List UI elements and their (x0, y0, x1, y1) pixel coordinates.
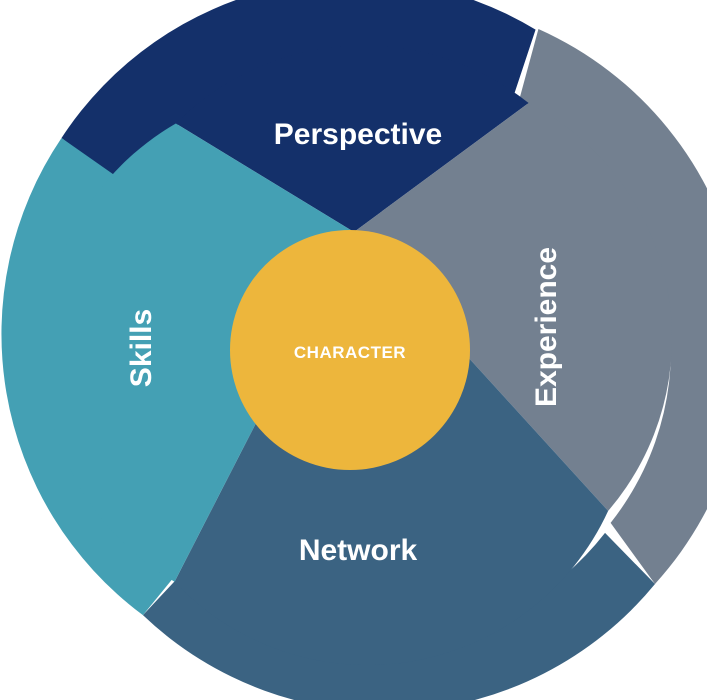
inner-segment-experience (354, 102, 672, 511)
segment-label-experience: Experience (530, 247, 563, 407)
outer-ring-network (142, 532, 655, 700)
outer-ring-perspective (61, 0, 536, 186)
center-circle (230, 230, 470, 470)
outer-ring-experience (519, 29, 707, 584)
segment-label-network: Network (299, 534, 418, 567)
inner-segment-perspective (175, 45, 529, 232)
segment-label-skills: Skills (125, 309, 158, 387)
inner-segment-skills (43, 123, 354, 582)
segment-label-perspective: Perspective (274, 118, 442, 151)
center-label: CHARACTER (294, 343, 406, 362)
outer-ring-skills (1, 138, 180, 616)
